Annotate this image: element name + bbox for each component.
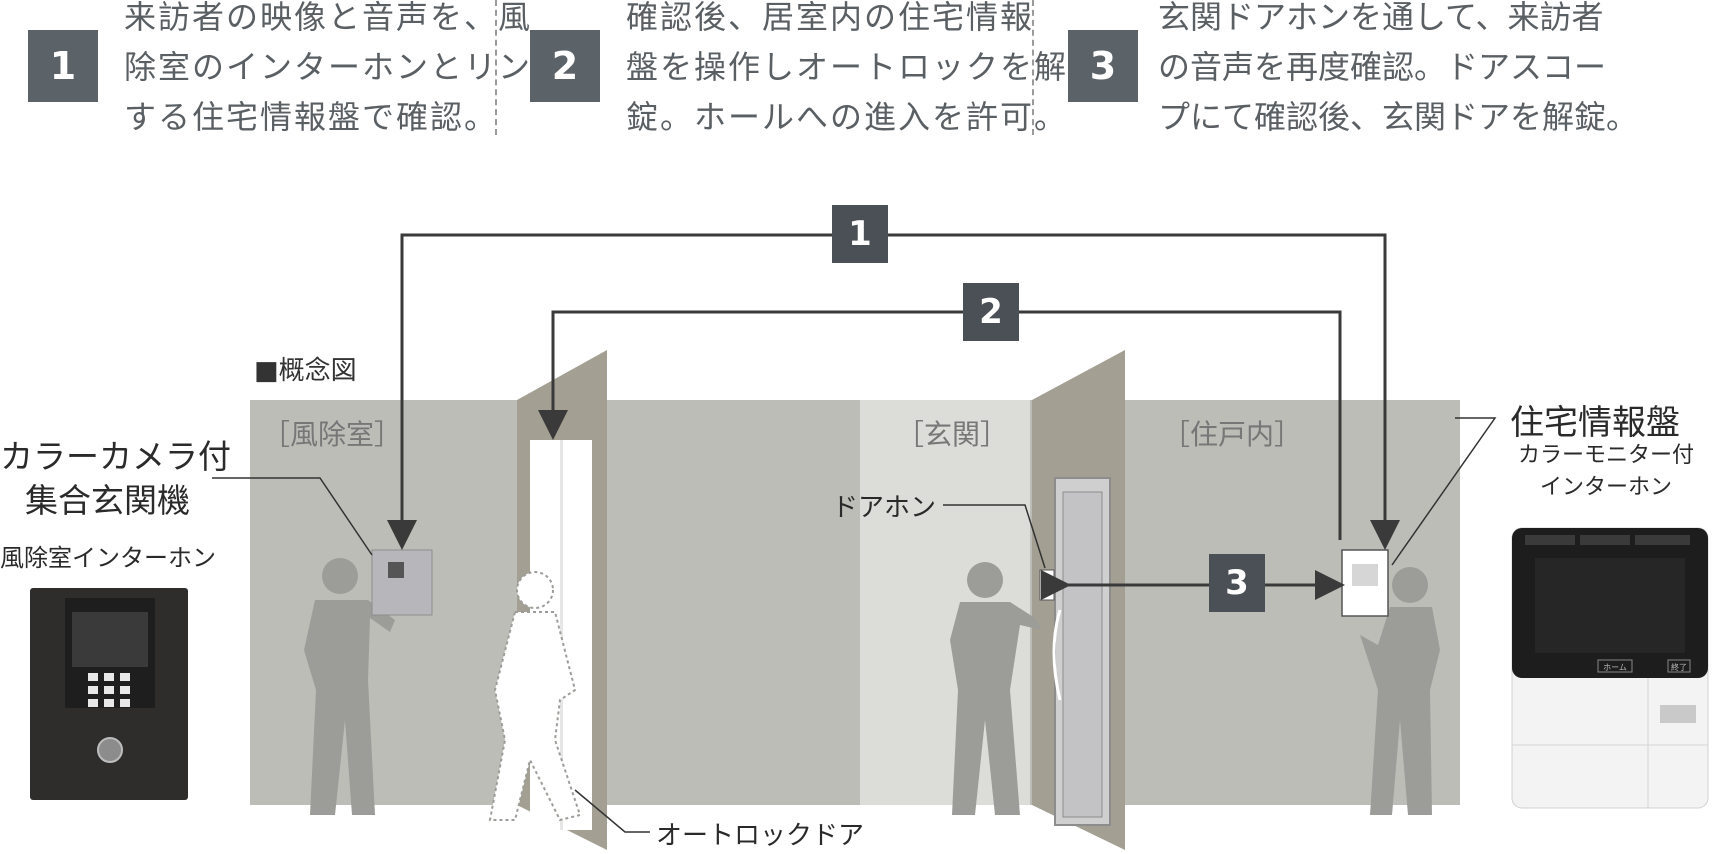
home-monitor-product: ホーム 終了 <box>1511 527 1709 809</box>
badge-1 <box>832 205 888 263</box>
door-phone-leader <box>943 504 1046 569</box>
step-1: 1 来訪者の映像と音声を、風 除室のインターホンとリンク する住宅情報盤で確認。 <box>28 0 564 140</box>
room-label-entrance: ［玄関］ <box>896 418 1009 451</box>
badge-2-label: 2 <box>979 292 1003 332</box>
windbreak-intercom <box>371 549 433 616</box>
step-divider <box>1032 0 1034 135</box>
badge-3-label: 3 <box>1225 563 1249 603</box>
step-3-number: 3 <box>1068 30 1138 102</box>
left-device-title: カラーカメラ付集合玄関機 <box>0 437 231 520</box>
resident-visitor-silhouette <box>950 562 1042 815</box>
step-1-text: 来訪者の映像と音声を、風 除室のインターホンとリンク する住宅情報盤で確認。 <box>124 0 567 136</box>
step-2-number: 2 <box>530 30 600 102</box>
walking-visitor-outline <box>488 571 582 822</box>
door-phone-label: ドアホン <box>832 493 937 523</box>
right-device-subtitle: カラーモニター付インターホン <box>1517 443 1694 500</box>
step-2: 2 確認後、居室内の住宅情報 盤を操作しオートロックを解 錠。ホールへの進入を許… <box>530 0 1066 140</box>
room-label-inside: ［住戸内］ <box>1162 418 1303 451</box>
badge-1-label: 1 <box>848 214 872 254</box>
left-device-leader <box>212 477 373 556</box>
left-device-subtitle: 風除室インターホン <box>0 544 216 572</box>
room-label-windbreak: ［風除室］ <box>262 418 403 451</box>
entrance-intercom-product <box>30 588 188 800</box>
right-device-leader <box>1391 417 1497 566</box>
badge-3 <box>1209 554 1265 612</box>
visitor-silhouette <box>304 558 395 815</box>
step-3-text: 玄関ドアホンを通して、来訪者 の音声を再度確認。ドアスコー プにて確認後、玄関ド… <box>1158 0 1639 136</box>
resident-silhouette <box>1360 567 1440 815</box>
step-1-number: 1 <box>28 30 98 102</box>
right-device-title: 住宅情報盤 <box>1510 403 1680 443</box>
monitor-end-button-label: 終了 <box>1671 662 1687 672</box>
autolock-leader <box>574 789 650 833</box>
step-2-text: 確認後、居室内の住宅情報 盤を操作しオートロックを解 錠。ホールへの進入を許可。 <box>626 0 1069 136</box>
monitor-home-button-label: ホーム <box>1603 663 1627 672</box>
door-phone <box>1039 569 1055 601</box>
step-3: 3 玄関ドアホンを通して、来訪者 の音声を再度確認。ドアスコー プにて確認後、玄… <box>1068 0 1708 140</box>
badge-2 <box>963 283 1019 341</box>
step-divider <box>495 0 497 135</box>
autolock-door-label: オートロックドア <box>656 821 865 851</box>
link-2-line <box>538 310 1342 540</box>
concept-label: ■概念図 <box>254 356 357 386</box>
